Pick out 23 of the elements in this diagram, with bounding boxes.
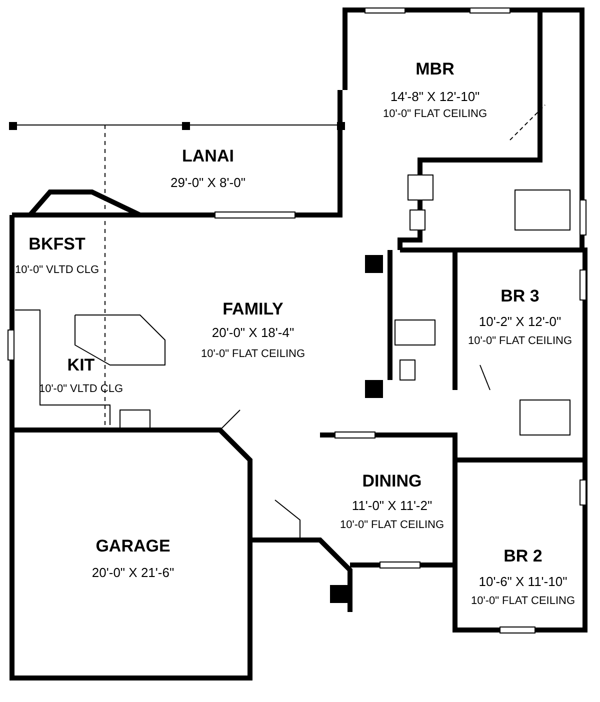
room-dimensions: 20'-0" X 18'-4" <box>212 326 294 340</box>
ceiling-note: 10'-0" VLTD CLG <box>38 382 124 396</box>
room-dimensions: 14'-8" X 12'-10" <box>390 90 480 104</box>
room-name: KIT <box>67 356 95 376</box>
room-name: DINING <box>362 472 422 492</box>
room-name: LANAI <box>182 148 234 166</box>
room-name: FAMILY <box>222 300 284 320</box>
room-dimensions: 20'-0" X 21'-6" <box>92 566 174 580</box>
ceiling-note: 10'-0" FLAT CEILING <box>200 348 306 360</box>
ceiling-note: 10'-0" FLAT CEILING <box>468 334 572 348</box>
room-name: BR 3 <box>500 288 540 306</box>
room-name: BR 2 <box>504 548 542 566</box>
room-dimensions: 10'-2" X 12'-0" <box>478 314 562 330</box>
room-dimensions: 11'-0" X 11'-2" <box>352 498 432 514</box>
ceiling-note: 10'-0" VLTD CLG <box>14 264 100 276</box>
room-name: BKFST <box>28 236 86 254</box>
room-dimensions: 29'-0" X 8'-0" <box>170 176 246 190</box>
ceiling-note: 10'-0" FLAT CEILING <box>470 594 576 608</box>
room-name: GARAGE <box>96 538 170 556</box>
ceiling-note: 10'-0" FLAT CEILING <box>382 108 488 120</box>
ceiling-note: 10'-0" FLAT CEILING <box>340 518 444 532</box>
room-name: MBR <box>416 60 454 80</box>
room-dimensions: 10'-6" X 11'-10" <box>478 574 568 590</box>
